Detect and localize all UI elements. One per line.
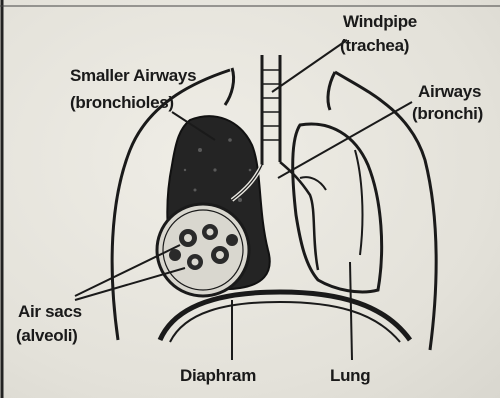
leader-lung [350,262,352,360]
shoulder-left [225,68,234,105]
label-airways: Airways [418,82,481,102]
label-windpipe: Windpipe [343,12,417,32]
label-smaller-airways: Smaller Airways [70,66,196,86]
label-trachea: (trachea) [340,36,409,56]
right-lung [293,124,382,292]
label-lung: Lung [330,366,370,386]
label-bronchioles: (bronchioles) [70,93,174,113]
leader-bronchi [278,102,412,178]
label-air-sacs: Air sacs [18,302,82,322]
leader-windpipe [272,40,347,92]
right-lung-fissure [355,150,362,255]
trachea-rings [262,70,280,140]
label-diaphragm: Diaphram [180,366,256,386]
leader-alveoli-2 [75,268,185,300]
shoulder-right [328,72,335,110]
label-alveoli: (alveoli) [16,326,78,346]
label-bronchi: (bronchi) [412,104,483,124]
